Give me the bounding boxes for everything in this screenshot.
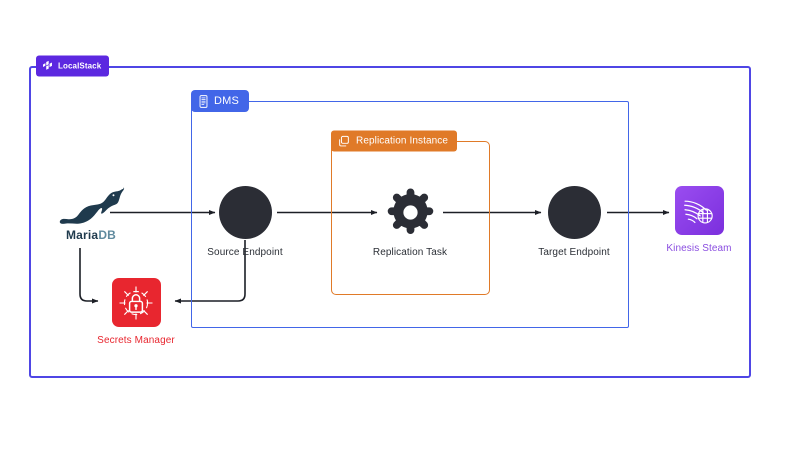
dms-badge: DMS (191, 90, 250, 112)
replication-task-label: Replication Task (372, 247, 448, 258)
target-endpoint-label: Target Endpoint (538, 247, 610, 258)
connector-mariadb-to-secrets (79, 248, 99, 304)
node-mariadb[interactable]: MariaDB (45, 186, 137, 242)
kinesis-stream-label: Kinesis Steam (666, 243, 732, 254)
source-endpoint-label: Source Endpoint (207, 247, 283, 258)
connector-source-to-secrets (174, 240, 246, 304)
endpoint-circle-icon (218, 186, 272, 239)
mariadb-wordmark-part2: DB (98, 228, 117, 242)
node-secrets-manager[interactable]: Secrets Manager (96, 278, 176, 346)
endpoint-circle-icon (547, 186, 601, 239)
node-replication-task[interactable]: Replication Task (361, 186, 459, 258)
localstack-badge: LocalStack (36, 55, 110, 77)
node-source-endpoint[interactable]: Source Endpoint (196, 186, 294, 258)
replication-instance-badge: Replication Instance (331, 130, 458, 152)
localstack-container (29, 66, 751, 378)
kinesis-streams-icon (674, 186, 724, 235)
mariadb-wordmark-part1: Maria (65, 228, 99, 242)
localstack-badge-label: LocalStack (58, 61, 102, 71)
mariadb-wordmark: MariaDB (66, 228, 116, 242)
localstack-logo-icon (42, 60, 53, 72)
gear-icon (384, 186, 437, 239)
dms-badge-label: DMS (214, 95, 240, 107)
node-target-endpoint[interactable]: Target Endpoint (525, 186, 623, 258)
database-stack-icon (198, 94, 209, 108)
copy-duplicate-icon (338, 135, 350, 147)
secrets-manager-lock-icon (111, 278, 161, 327)
dms-container (191, 101, 629, 328)
mariadb-seal-logo-icon (57, 186, 125, 226)
replication-instance-badge-label: Replication Instance (356, 135, 449, 147)
secrets-manager-label: Secrets Manager (97, 335, 175, 346)
node-kinesis-stream[interactable]: Kinesis Steam (653, 186, 745, 254)
